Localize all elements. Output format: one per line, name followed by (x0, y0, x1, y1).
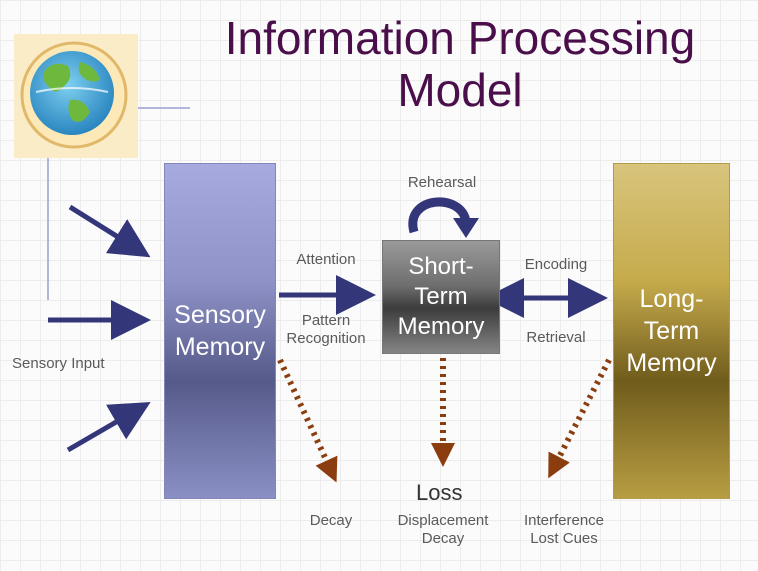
short-term-memory-label: Short- Term Memory (397, 253, 485, 340)
globe-icon (14, 34, 138, 158)
attention-label: Attention (296, 251, 356, 268)
decay-label: Decay (309, 512, 353, 529)
sensory-input-arrow (66, 401, 151, 453)
long-term-memory-box: Long- Term Memory (613, 163, 730, 499)
title-line-2: Model (397, 64, 523, 116)
page-title: Information Processing Model (180, 12, 740, 116)
sensory-input-arrow (68, 204, 151, 258)
sensory-memory-label: Sensory Memory (174, 301, 266, 361)
title-line-1: Information Processing (224, 12, 696, 64)
pattern-recognition-label: Pattern Recognition (286, 312, 366, 347)
loss-label: Loss (416, 480, 463, 505)
encoding-label: Encoding (524, 256, 588, 273)
displacement-decay-label: Displacement Decay (397, 512, 489, 547)
long-term-memory-label: Long- Term Memory (626, 285, 717, 377)
rehearsal-label: Rehearsal (407, 174, 477, 191)
rehearsal-loop-arrowhead (453, 218, 479, 238)
decay-arrow (277, 358, 338, 483)
interference-arrow (548, 358, 612, 479)
interference-lost-cues-label: Interference Lost Cues (523, 512, 605, 547)
sensory-memory-box: Sensory Memory (164, 163, 276, 499)
retrieval-label: Retrieval (526, 329, 586, 346)
sensory-input-label: Sensory Input (12, 355, 105, 372)
rehearsal-loop-arrow (408, 197, 471, 234)
short-term-memory-box: Short- Term Memory (382, 240, 500, 354)
